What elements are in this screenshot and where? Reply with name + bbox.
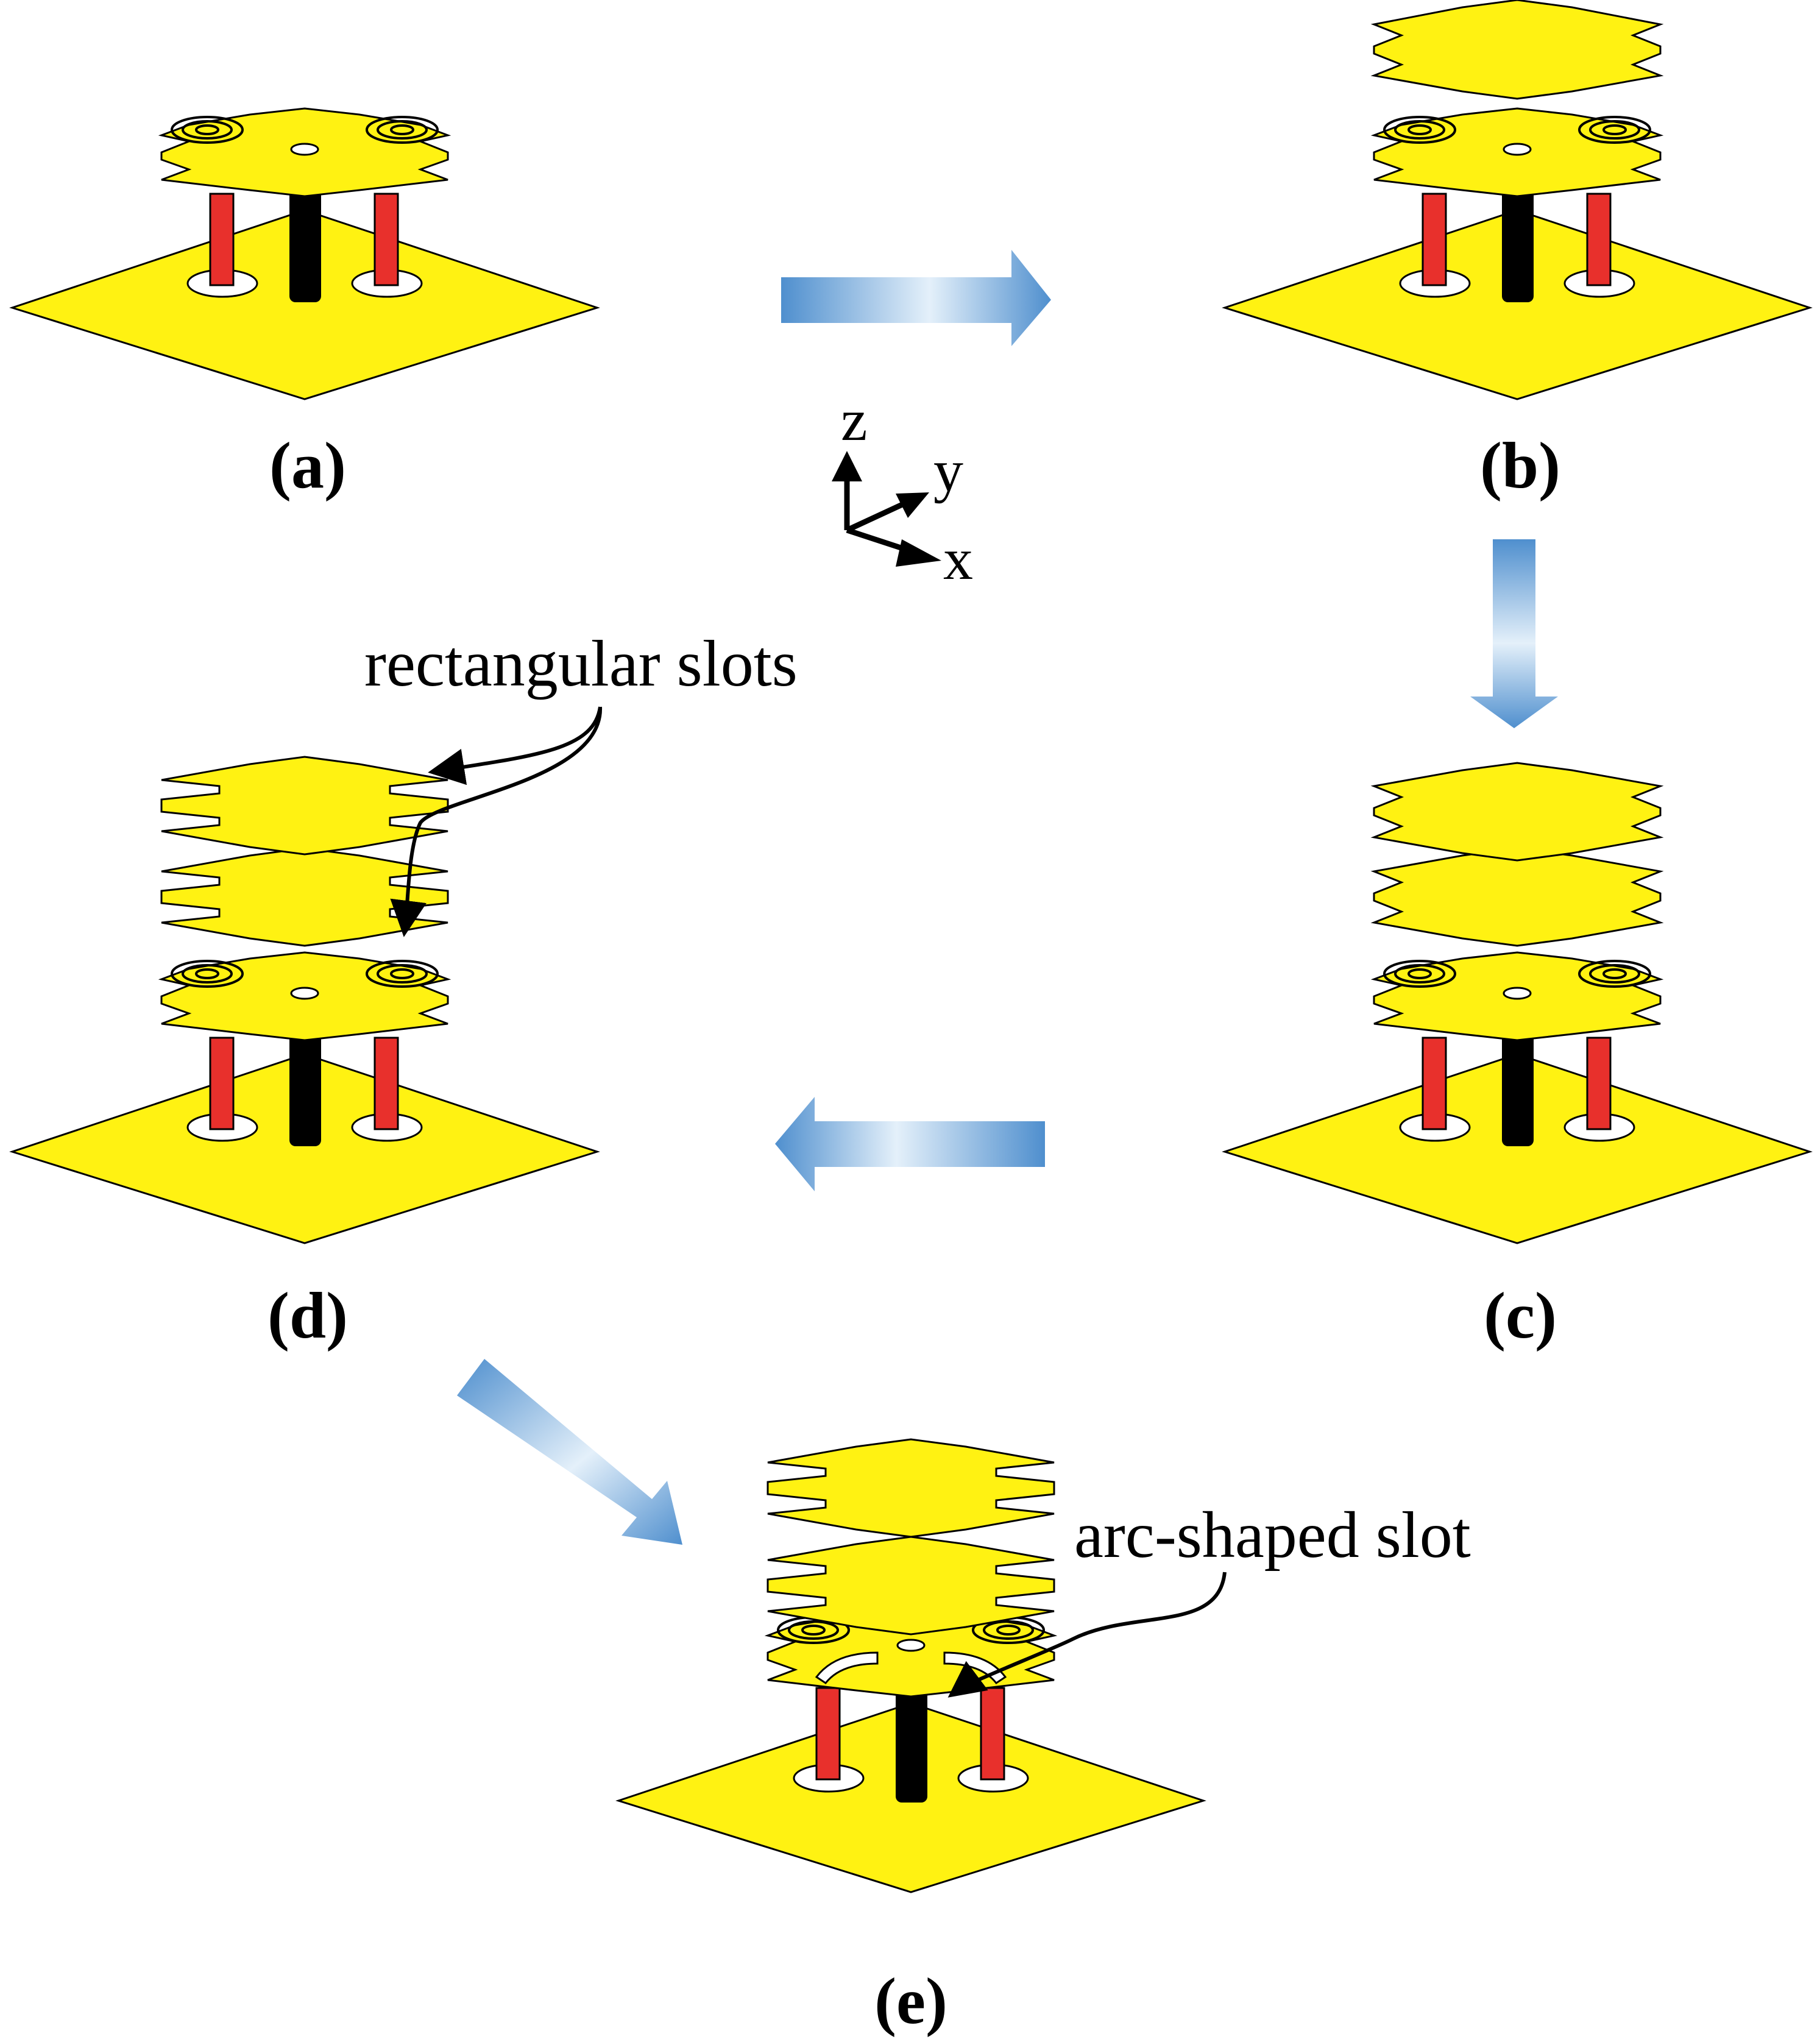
panel-e: arc-shaped slot (e) <box>615 1438 1471 2038</box>
panel-label-a: (a) <box>269 430 346 502</box>
feed-pad <box>366 960 439 988</box>
evolution-arrow-diagonal <box>457 1359 682 1545</box>
feed-pad <box>996 1625 1021 1636</box>
feed-pad <box>983 1620 1034 1640</box>
ground-plane <box>9 209 600 400</box>
center-via <box>1503 143 1532 156</box>
feed-pad <box>1602 124 1627 135</box>
parasitic-patch-middle <box>1370 847 1664 947</box>
slot-pointer <box>390 706 603 937</box>
feed-pad <box>377 120 428 140</box>
evolution-arrow-right <box>781 250 1051 346</box>
evolution-arrow-down <box>1470 539 1558 728</box>
feed-pad <box>195 124 219 135</box>
slotted-parasitic-patch-top <box>160 756 449 856</box>
panel-label-d: (d) <box>267 1280 348 1352</box>
feed-pad <box>390 124 414 135</box>
feed-pad <box>182 964 233 984</box>
y-axis-arrowhead <box>896 492 929 518</box>
feed-pad <box>182 120 233 140</box>
feed-pad <box>1394 120 1445 140</box>
panel-label-e: (e) <box>874 1965 947 2038</box>
feed-pad <box>1394 964 1445 984</box>
feed-pad <box>171 116 244 144</box>
evolution-arrow-left <box>775 1097 1045 1191</box>
arc-slot <box>815 1651 879 1685</box>
center-via <box>290 143 319 156</box>
feed-probe <box>374 193 399 286</box>
y-axis <box>846 500 906 533</box>
center-via <box>896 1639 926 1652</box>
shorting-post <box>1502 1032 1534 1146</box>
feed-probe <box>1422 1037 1447 1130</box>
center-via <box>290 987 319 1000</box>
feed-pad <box>1602 968 1627 979</box>
panel-a: (a) <box>9 107 600 502</box>
slot-pointer <box>428 706 602 785</box>
feed-pad <box>1383 116 1456 144</box>
feed-pad <box>801 1625 826 1636</box>
shorting-post <box>289 1032 321 1146</box>
feed-probe <box>209 1037 235 1130</box>
arc-slot-pointer <box>947 1572 1227 1698</box>
feed-probe <box>374 1037 399 1130</box>
y-axis-label: y <box>933 438 963 504</box>
rectangular-slots-label: rectangular slots <box>364 628 798 700</box>
feed-pad <box>1407 968 1432 979</box>
feed-pad <box>1578 960 1651 988</box>
panel-d: rectangular slots (d) <box>9 628 798 1352</box>
feed-pad <box>1578 116 1651 144</box>
slotted-parasitic-patch-middle <box>160 847 449 947</box>
panel-c: (c) <box>1222 762 1813 1352</box>
shorting-post <box>289 188 321 302</box>
feed-pad <box>1589 964 1640 984</box>
feed-pad <box>195 968 219 979</box>
ground-plane <box>1222 1053 1813 1244</box>
coordinate-axes: z y x <box>832 388 973 592</box>
parasitic-patch-top <box>1370 762 1664 862</box>
x-axis-arrowhead <box>896 539 941 567</box>
panel-b: (b) <box>1222 0 1813 502</box>
feed-pad <box>788 1620 839 1640</box>
feed-pad <box>1383 960 1456 988</box>
slotted-parasitic-patch-middle <box>767 1536 1055 1636</box>
z-axis-arrowhead <box>832 451 862 481</box>
feed-pad <box>1589 120 1640 140</box>
shorting-post <box>1502 188 1534 302</box>
panel-label-b: (b) <box>1480 430 1560 502</box>
feed-pad <box>390 968 414 979</box>
feed-probe <box>1586 1037 1612 1130</box>
feed-pad <box>1407 124 1432 135</box>
shorting-post <box>896 1681 927 1803</box>
feed-pad <box>377 964 428 984</box>
feed-pad <box>171 960 244 988</box>
z-axis-label: z <box>841 388 868 453</box>
center-via <box>1503 987 1532 1000</box>
slotted-parasitic-patch-top <box>767 1438 1055 1538</box>
ground-plane <box>9 1053 600 1244</box>
panel-label-c: (c) <box>1484 1280 1557 1352</box>
feed-probe <box>1422 193 1447 286</box>
feed-probe <box>815 1687 841 1781</box>
feed-probe <box>980 1687 1005 1781</box>
feed-probe <box>1586 193 1612 286</box>
ground-plane <box>1222 209 1813 400</box>
x-axis-label: x <box>943 526 973 592</box>
feed-probe <box>209 193 235 286</box>
arc-shaped-slot-label: arc-shaped slot <box>1074 1499 1471 1572</box>
parasitic-patch <box>1370 0 1664 100</box>
feed-pad <box>366 116 439 144</box>
